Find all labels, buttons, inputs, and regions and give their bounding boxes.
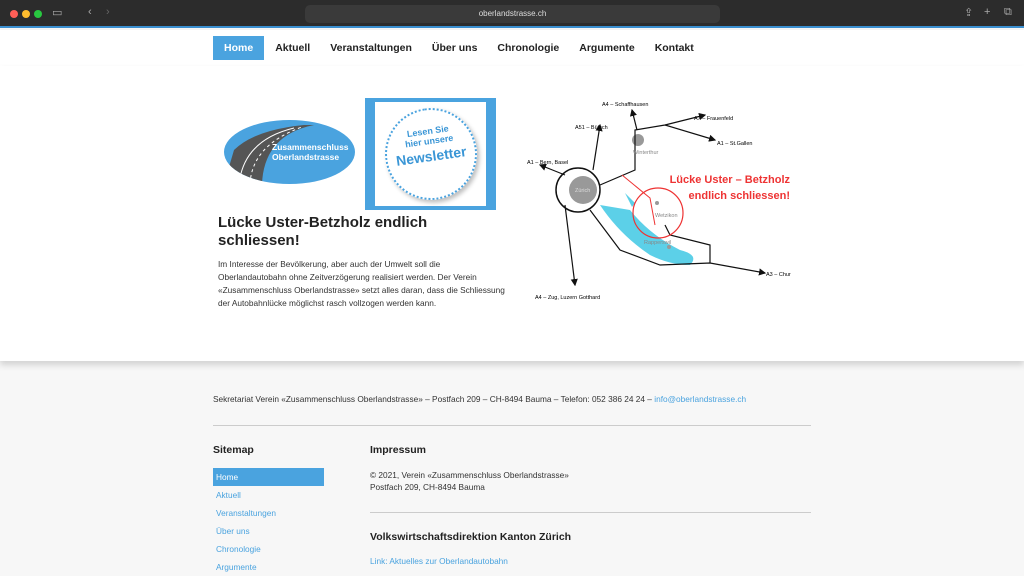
tabs-overview-icon[interactable]: ⧉ <box>1004 6 1012 18</box>
page-title: Lücke Uster-Betzholz endlich schliessen! <box>218 214 428 249</box>
logo[interactable]: Zusammenschluss Oberlandstrasse <box>224 120 355 184</box>
map-label: A7 – Frauenfeld <box>694 116 733 122</box>
browser-toolbar: ▭ ‹ › oberlandstrasse.ch ⇪ + ⧉ <box>0 0 1024 28</box>
map-label: A51 – Bülach <box>575 125 608 131</box>
impressum-address: Postfach 209, CH-8494 Bauma <box>370 482 485 492</box>
nav-veranstaltungen[interactable]: Veranstaltungen <box>330 42 412 54</box>
map-label: A3 – Chur <box>766 272 791 278</box>
back-icon[interactable]: ‹ <box>88 6 92 18</box>
email-link[interactable]: info@oberlandstrasse.ch <box>654 394 747 404</box>
logo-text: Zusammenschluss <box>272 142 349 152</box>
newsletter-banner[interactable]: Lesen Sie hier unsere Newsletter <box>365 98 496 210</box>
sitemap-aktuell[interactable]: Aktuell <box>216 490 241 500</box>
map-headline: Lücke Uster – Betzholz <box>670 174 791 186</box>
nav-aktuell[interactable]: Aktuell <box>275 42 311 54</box>
footer-contact: Sekretariat Verein «Zusammenschluss Ober… <box>213 394 811 405</box>
contact-text: Sekretariat Verein «Zusammenschluss Ober… <box>213 394 652 404</box>
main-nav: Home Aktuell Veranstaltungen Über uns Ch… <box>0 30 1024 66</box>
sitemap-argumente[interactable]: Argumente <box>216 562 257 572</box>
nav-argumente[interactable]: Argumente <box>579 42 635 54</box>
route-map: Zürich A4 – Schaffhausen A7 – Frauenfeld… <box>527 102 791 301</box>
forward-icon[interactable]: › <box>106 6 110 18</box>
map-label: Zürich <box>575 188 590 194</box>
sitemap-title: Sitemap <box>213 444 254 456</box>
nav-ueber-uns[interactable]: Über uns <box>431 42 478 54</box>
sitemap-home[interactable]: Home <box>213 468 324 486</box>
road-icon <box>224 125 314 184</box>
main-content <box>0 66 1024 361</box>
sitemap-ueber-uns[interactable]: Über uns <box>216 526 250 536</box>
nav-list: Home Aktuell Veranstaltungen Über uns Ch… <box>213 36 703 60</box>
intro-text: Im Interesse der Bevölkerung, aber auch … <box>218 259 505 308</box>
nav-kontakt[interactable]: Kontakt <box>654 42 694 54</box>
sitemap-veranstaltungen[interactable]: Veranstaltungen <box>216 508 276 518</box>
intro-column: Lücke Uster-Betzholz endlich schliessen!… <box>218 214 508 310</box>
map-label: A1 – St.Gallen <box>717 141 752 147</box>
address-bar[interactable]: oberlandstrasse.ch <box>305 5 720 23</box>
sidebar-icon[interactable]: ▭ <box>52 7 63 19</box>
map-label: Wetzikon <box>655 213 678 219</box>
map-headline: endlich schliessen! <box>689 190 790 202</box>
sitemap-chronologie[interactable]: Chronologie <box>216 544 261 554</box>
nav-chronologie[interactable]: Chronologie <box>497 42 560 54</box>
vwd-title: Volkswirtschaftsdirektion Kanton Zürich <box>370 531 572 543</box>
vwd-link[interactable]: Link: Aktuelles zur Oberlandautobahn <box>370 556 508 566</box>
impressum-title: Impressum <box>370 444 427 456</box>
map-label: A1 – Bern, Basel <box>527 160 568 166</box>
share-icon[interactable]: ⇪ <box>964 7 974 19</box>
nav-home[interactable]: Home <box>213 36 265 60</box>
maximize-window-button[interactable] <box>34 10 42 18</box>
minimize-window-button[interactable] <box>22 10 30 18</box>
map-label: Rapperswil <box>644 240 671 246</box>
map-label: A4 – Schaffhausen <box>602 102 648 108</box>
logo-text: Oberlandstrasse <box>272 152 340 162</box>
close-window-button[interactable] <box>10 10 18 18</box>
map-label: A4 – Zug, Luzern Gotthard <box>535 295 600 301</box>
impressum-text: © 2021, Verein «Zusammenschluss Oberland… <box>370 470 569 480</box>
new-tab-icon[interactable]: + <box>984 6 991 18</box>
map-label: Winterthur <box>633 150 659 156</box>
